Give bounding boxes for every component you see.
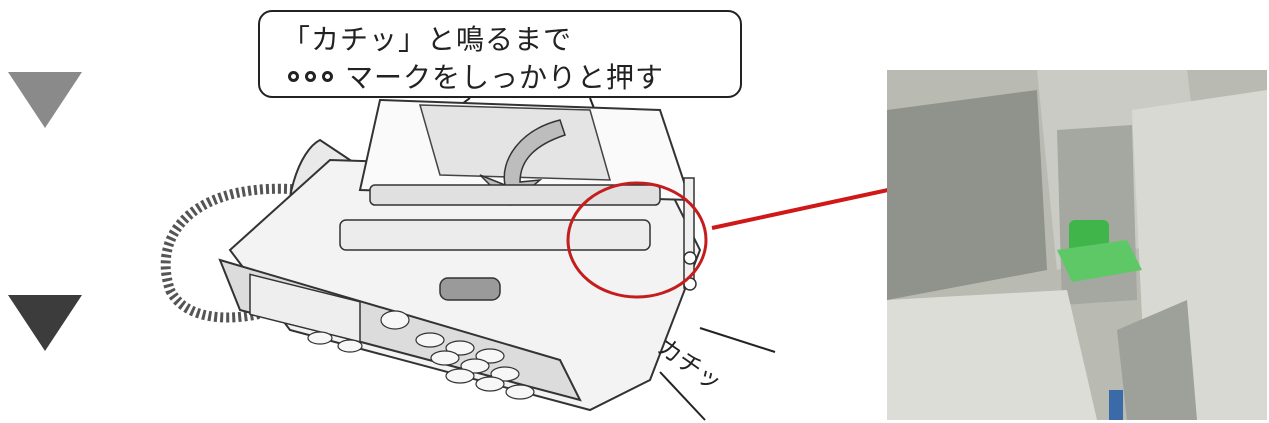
closeup-photo <box>887 70 1267 420</box>
callout-line-1: 「カチッ」と鳴るまで <box>282 23 573 56</box>
coiled-cord <box>160 183 306 323</box>
highlight-circle <box>566 181 708 299</box>
roller-front <box>339 219 651 251</box>
callout-line-2: マークをしっかりと押す <box>345 61 665 94</box>
three-dot-mark-icon <box>288 70 333 82</box>
step-down-triangle-icon-light <box>8 72 82 128</box>
keypad-buttons <box>307 310 535 400</box>
feed-roller <box>439 277 501 301</box>
callout-line-2-wrap: マークをしっかりと押す <box>288 56 664 96</box>
roller-back <box>369 184 661 206</box>
display-screen <box>249 273 361 343</box>
instruction-callout: 「カチッ」と鳴るまで マークをしっかりと押す <box>258 10 742 98</box>
step-down-triangle-icon-dark <box>8 295 82 351</box>
